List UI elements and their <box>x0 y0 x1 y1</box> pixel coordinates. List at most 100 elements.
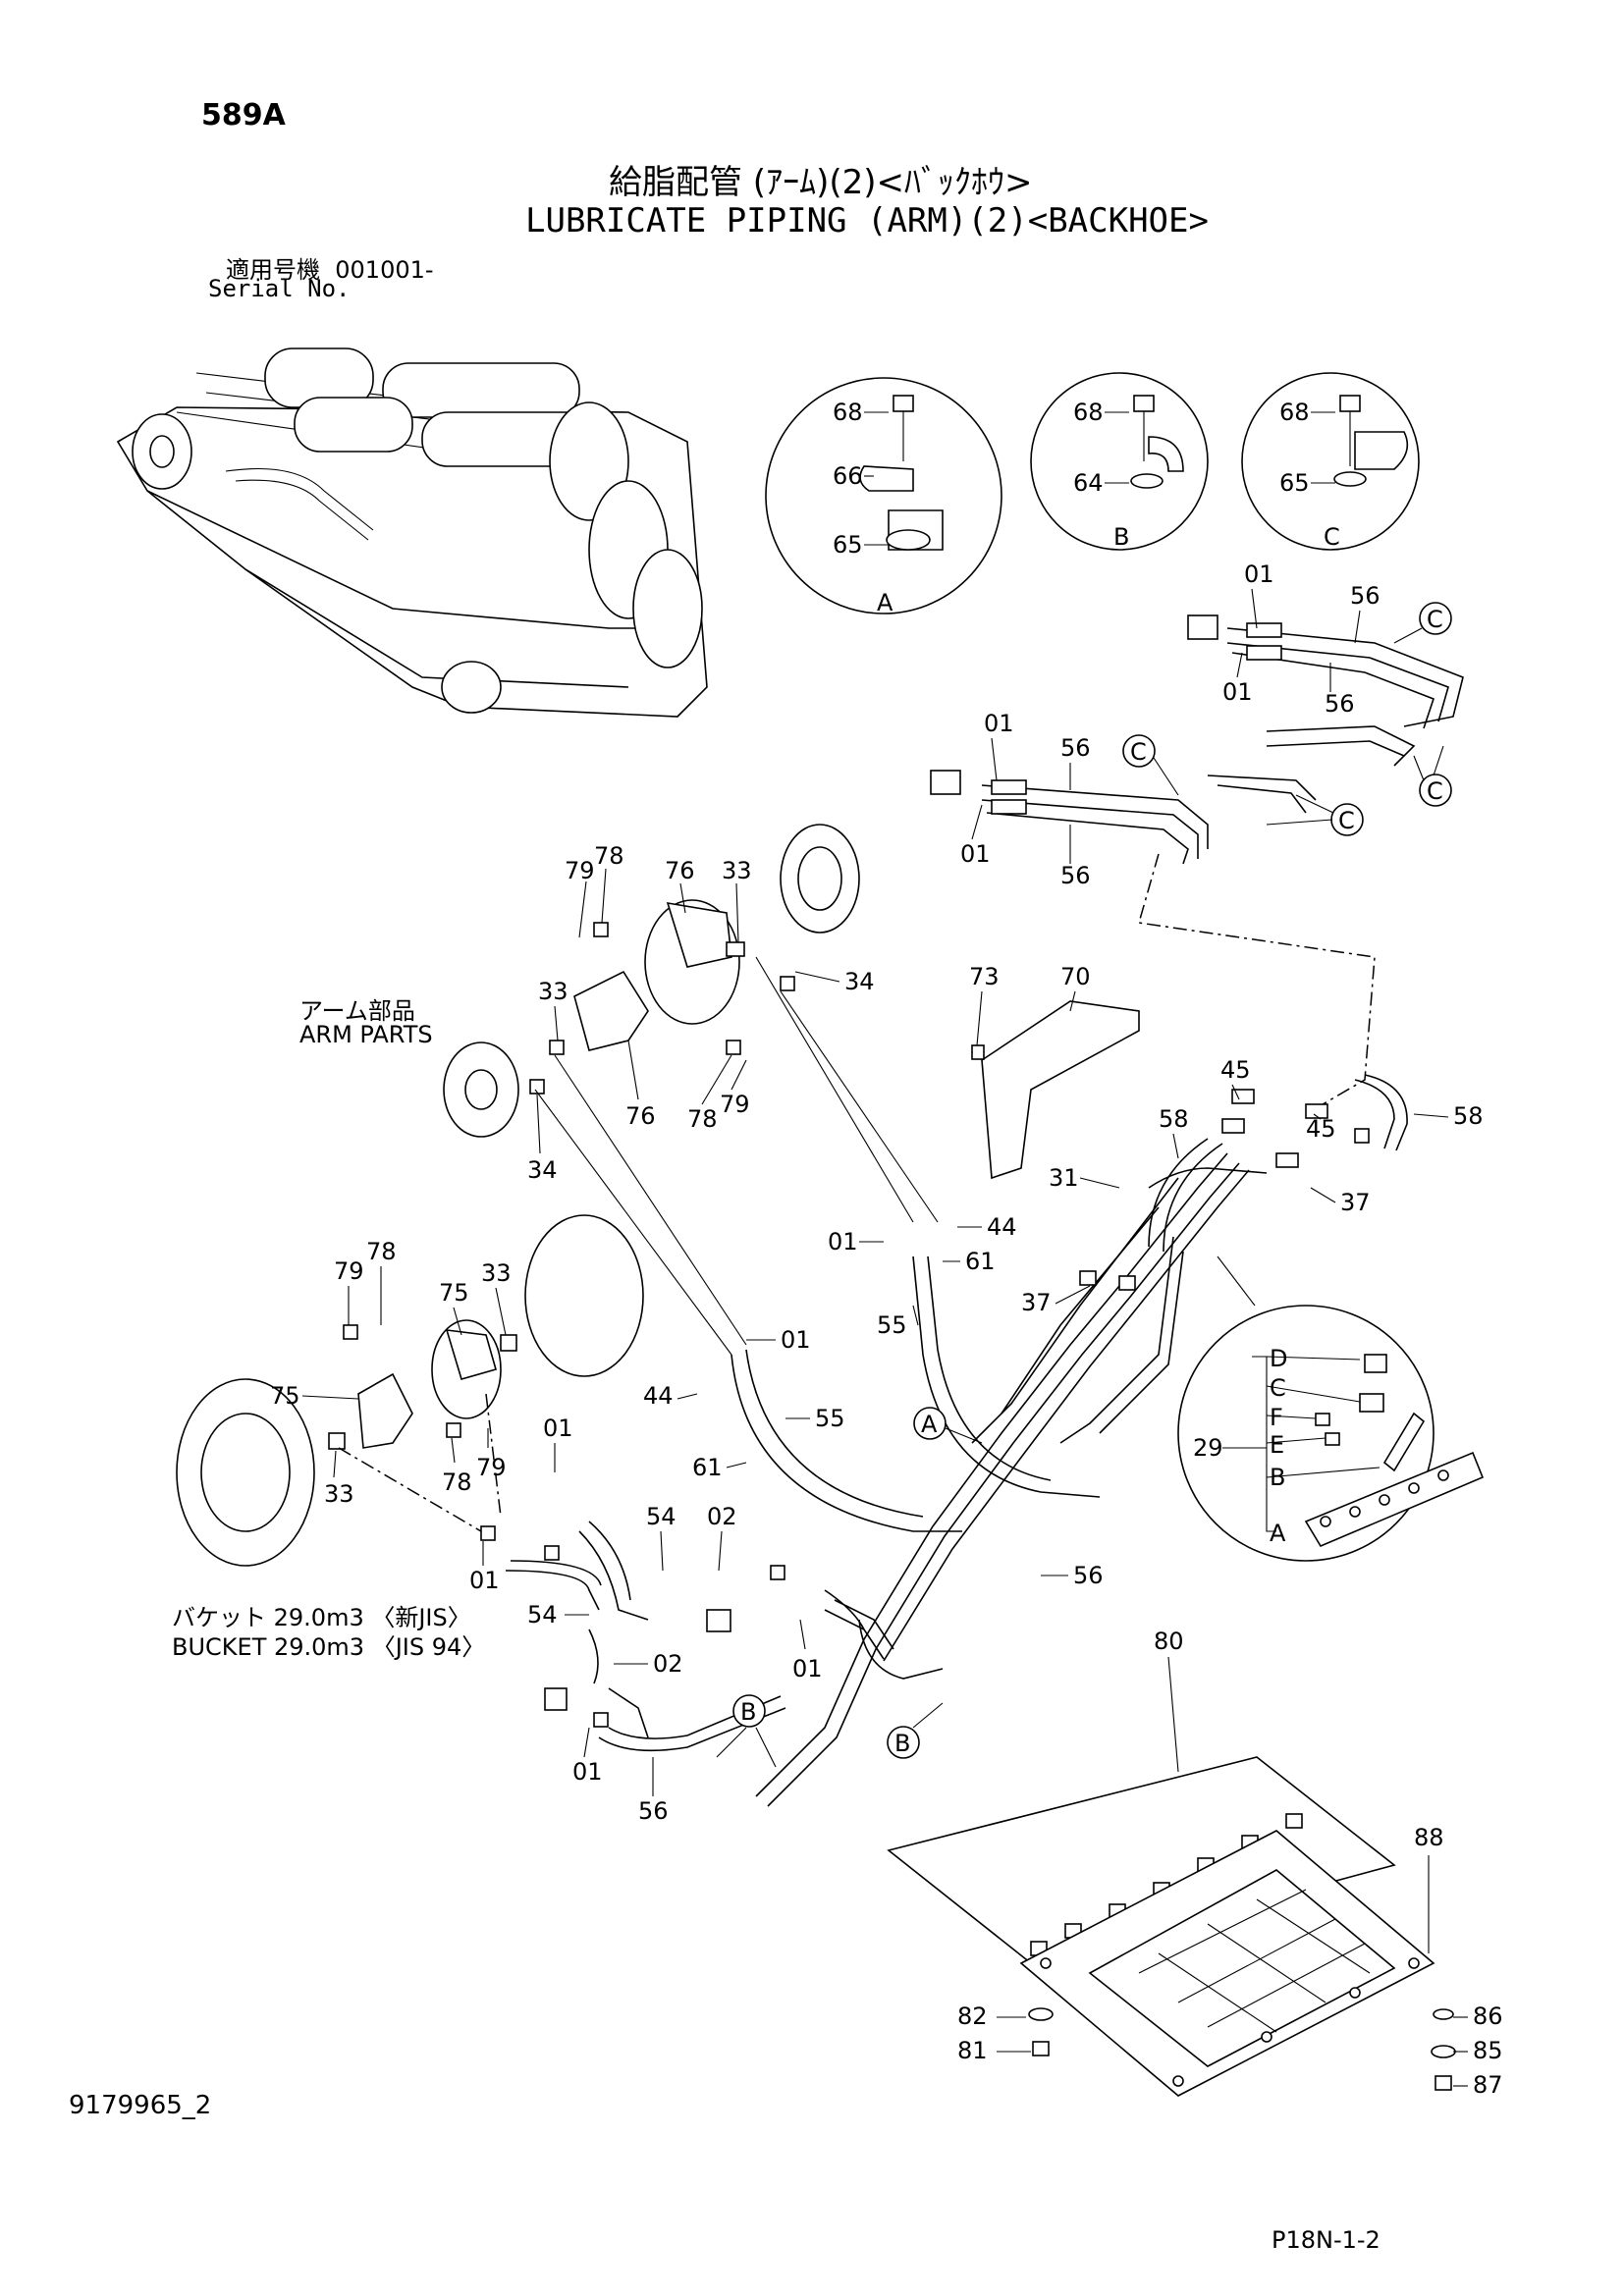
callout-31: 31 <box>1049 1164 1079 1192</box>
callout-37: 37 <box>1021 1289 1052 1316</box>
callout-55: 55 <box>815 1405 845 1432</box>
detail-a-part-68: 68 <box>833 399 863 426</box>
callout-56: 56 <box>1350 582 1380 610</box>
bucket-caption-jp: バケット 29.0m3 〈新JIS〉 <box>172 1604 471 1631</box>
circle-ref-c: C <box>1427 777 1443 805</box>
callout-79: 79 <box>565 857 595 884</box>
detail-view-a: 68 66 65 A <box>765 377 1002 616</box>
detail-b-part-68: 68 <box>1073 399 1104 426</box>
detail-c-part-68: 68 <box>1279 399 1310 426</box>
callout-01: 01 <box>469 1567 500 1594</box>
callout-76: 76 <box>665 857 695 884</box>
detail-a-letter: A <box>877 589 893 616</box>
callout-61: 61 <box>692 1454 723 1481</box>
callout-56: 56 <box>1060 862 1091 889</box>
detail-c-letter: C <box>1324 523 1340 551</box>
page-reference: P18N-1-2 <box>1272 2226 1380 2254</box>
callout-01: 01 <box>543 1415 573 1442</box>
arm-pin-parts-upper <box>443 824 939 1356</box>
serial-label-jp: 適用号機 <box>226 256 320 284</box>
callout-56: 56 <box>1325 690 1355 718</box>
assembly-29-sub-c: C <box>1270 1374 1286 1402</box>
detail-b-part-64: 64 <box>1073 469 1104 497</box>
callout-86: 86 <box>1473 2002 1503 2030</box>
bracket-70 <box>971 1000 1140 1180</box>
page-title-english: LUBRICATE PIPING (ARM)(2)<BACKHOE> <box>525 201 1209 240</box>
central-hose-bundle <box>598 1074 1408 1807</box>
assembly-29-sub-d: D <box>1270 1345 1287 1372</box>
callout-33: 33 <box>324 1480 354 1508</box>
callout-02: 02 <box>653 1650 683 1678</box>
callout-01: 01 <box>960 840 991 868</box>
callout-34: 34 <box>844 968 875 995</box>
callout-55: 55 <box>877 1311 907 1339</box>
callout-37: 37 <box>1340 1189 1371 1216</box>
detail-view-c: 68 65 C <box>1241 372 1420 551</box>
circle-ref-c: C <box>1427 606 1443 633</box>
callout-labels: 01 56 01 56 01 56 01 56 79 78 76 33 34 3… <box>270 561 1503 2099</box>
callout-75: 75 <box>439 1279 469 1307</box>
callout-78: 78 <box>442 1468 472 1496</box>
detail-a-part-66: 66 <box>833 462 863 490</box>
page-code: 589A <box>201 98 286 133</box>
callout-01: 01 <box>828 1228 858 1255</box>
detail-view-b: 68 64 B <box>1030 372 1209 551</box>
callout-01: 01 <box>1222 678 1253 706</box>
callout-73: 73 <box>969 963 1000 990</box>
callout-45: 45 <box>1306 1115 1336 1143</box>
callout-01: 01 <box>1244 561 1274 588</box>
callout-79: 79 <box>720 1091 750 1118</box>
callout-33: 33 <box>538 978 568 1005</box>
callout-87: 87 <box>1473 2071 1503 2099</box>
circle-ref-c: C <box>1130 738 1147 766</box>
callout-33: 33 <box>481 1259 512 1287</box>
callout-78: 78 <box>594 842 624 870</box>
arm-structure-illustration <box>116 347 708 718</box>
serial-value: 001001- <box>335 256 434 284</box>
detail-a-part-65: 65 <box>833 531 863 559</box>
callout-45: 45 <box>1220 1056 1251 1084</box>
callout-70: 70 <box>1060 963 1091 990</box>
callout-79: 79 <box>476 1454 507 1481</box>
upper-hose-bundle <box>930 614 1464 1115</box>
callout-01: 01 <box>792 1655 823 1682</box>
callout-75: 75 <box>270 1382 300 1410</box>
assembly-29-sub-e: E <box>1270 1431 1284 1459</box>
bucket-caption-en: BUCKET 29.0m3 〈JIS 94〉 <box>172 1633 486 1661</box>
callout-56: 56 <box>1073 1562 1104 1589</box>
assembly-29-sub-f: F <box>1270 1404 1283 1431</box>
assembly-29-sub-a: A <box>1270 1520 1286 1547</box>
callout-33: 33 <box>722 857 752 884</box>
callout-54: 54 <box>527 1601 558 1629</box>
arm-parts-caption-en: ARM PARTS <box>299 1021 433 1048</box>
callout-85: 85 <box>1473 2037 1503 2064</box>
callout-79: 79 <box>334 1257 364 1285</box>
callout-80: 80 <box>1154 1628 1184 1655</box>
callout-82: 82 <box>957 2002 988 2030</box>
callout-88: 88 <box>1414 1824 1444 1851</box>
circle-ref-c: C <box>1338 807 1355 834</box>
circle-ref-a: A <box>921 1411 938 1438</box>
callout-34: 34 <box>527 1156 558 1184</box>
arm-pin-parts-lower <box>176 1214 865 1738</box>
callout-02: 02 <box>707 1503 737 1530</box>
circle-ref-b: B <box>740 1698 756 1726</box>
callout-76: 76 <box>625 1102 656 1130</box>
arm-parts-caption-jp: アーム部品 <box>299 997 415 1025</box>
callout-58: 58 <box>1453 1102 1484 1130</box>
leader-lines <box>301 588 1468 2087</box>
assembly-29-sub-b: B <box>1270 1464 1285 1491</box>
callout-56: 56 <box>638 1797 669 1825</box>
assembly-29-detail: 29 D C F E B A <box>1177 1255 1485 1562</box>
callout-44: 44 <box>643 1382 674 1410</box>
assembly-29-number: 29 <box>1193 1434 1223 1462</box>
page-title-japanese: 給脂配管 (ｱｰﾑ)(2)<ﾊﾞｯｸﾎｳ> <box>609 163 1033 202</box>
callout-58: 58 <box>1159 1105 1189 1133</box>
detail-c-part-65: 65 <box>1279 469 1310 497</box>
callout-44: 44 <box>987 1213 1017 1241</box>
callout-78: 78 <box>366 1238 397 1265</box>
circle-ref-b: B <box>894 1730 910 1757</box>
callout-78: 78 <box>687 1105 718 1133</box>
document-number: 9179965_2 <box>69 2091 212 2120</box>
